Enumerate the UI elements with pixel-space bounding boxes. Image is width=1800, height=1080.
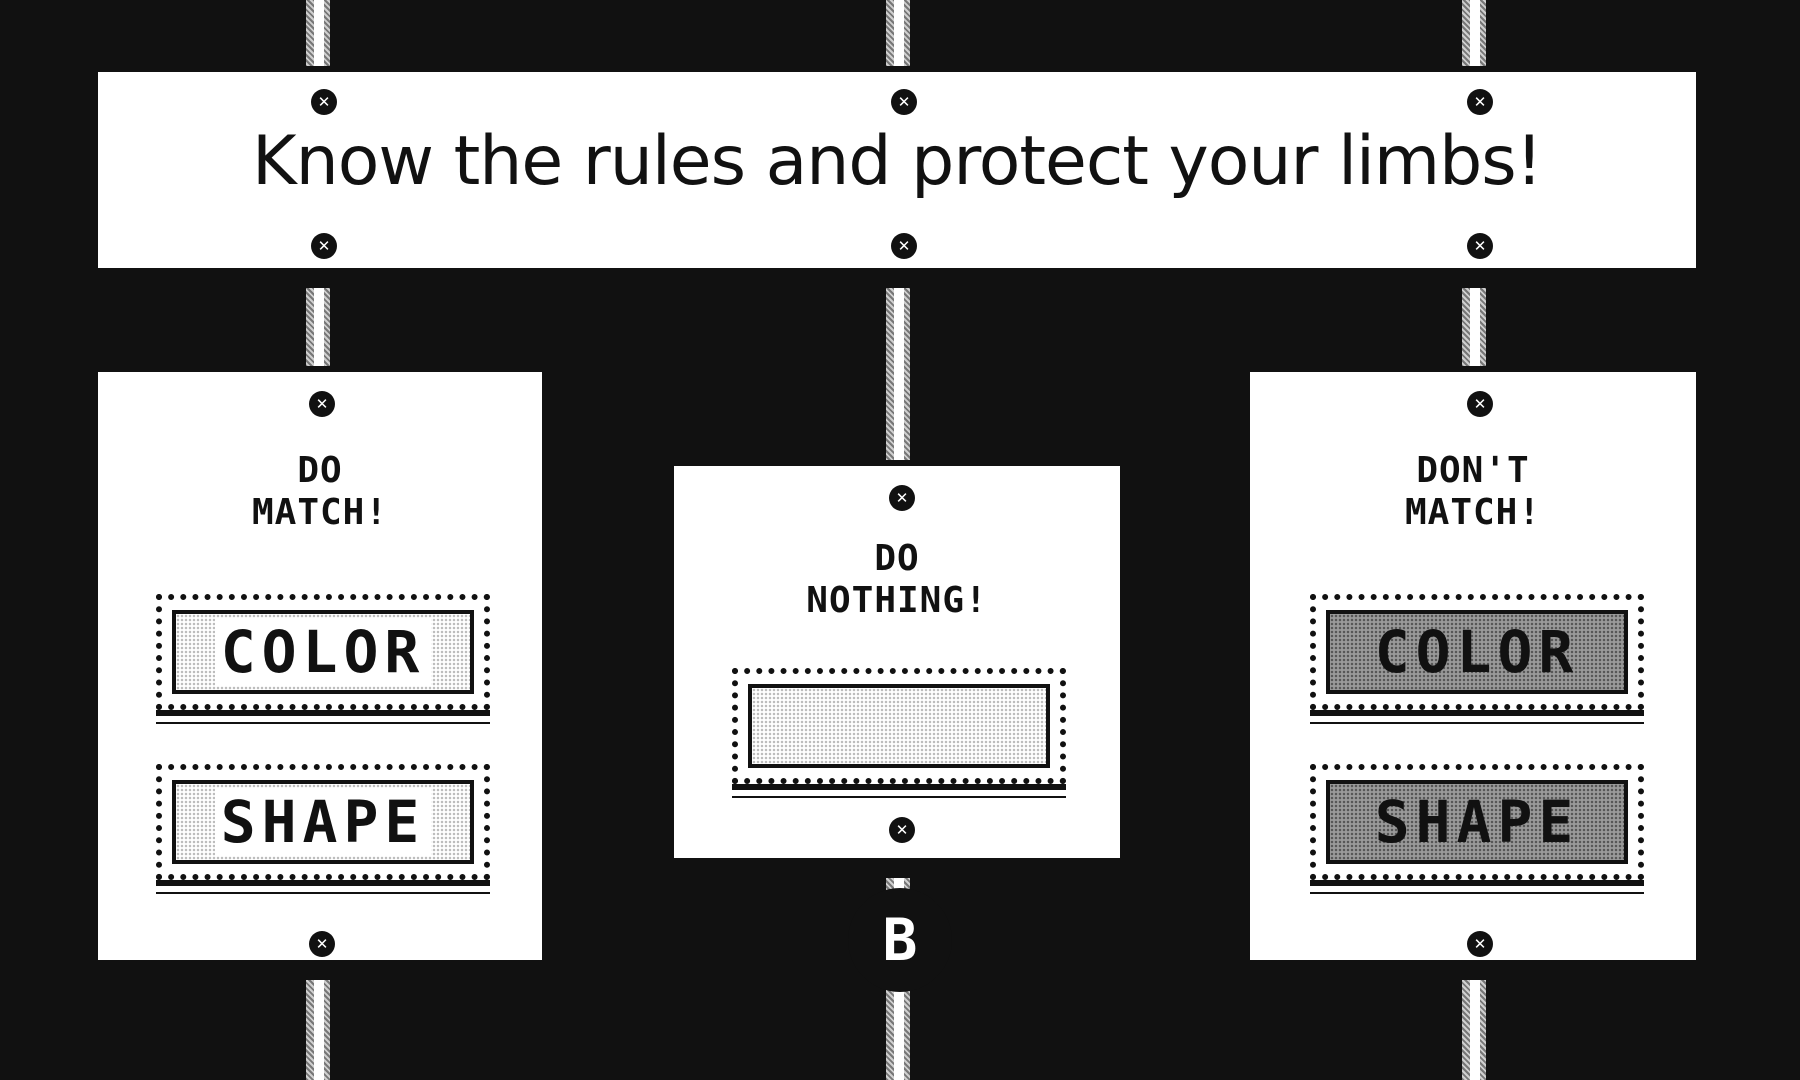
sign-do-nothing: DO NOTHING! <box>668 460 1126 864</box>
button-label: COLOR <box>214 618 432 686</box>
title-line-1: DO <box>297 450 343 491</box>
button-face: SHAPE <box>1326 780 1628 864</box>
sign-do-match: DO MATCH! COLOR SHAPE <box>92 366 548 966</box>
rules-banner: Know the rules and protect your limbs! <box>92 66 1702 274</box>
title-line-2: MATCH! <box>251 492 389 533</box>
button-label: SHAPE <box>214 788 432 856</box>
do-match-title: DO MATCH! <box>98 450 542 534</box>
dont-match-color-button[interactable]: COLOR <box>1310 594 1644 724</box>
dont-match-title: DON'T MATCH! <box>1250 450 1696 534</box>
title-line-2: MATCH! <box>1404 492 1542 533</box>
bolt-icon <box>309 391 335 417</box>
bolt-icon <box>891 233 917 259</box>
bolt-icon <box>309 931 335 957</box>
do-nothing-title: DO NOTHING! <box>674 538 1120 622</box>
title-line-1: DO <box>874 538 920 579</box>
title-line-2: NOTHING! <box>806 580 988 621</box>
bolt-icon <box>889 485 915 511</box>
banner-title: Know the rules and protect your limbs! <box>252 122 1543 201</box>
bolt-icon <box>1467 89 1493 115</box>
button-label: SHAPE <box>1374 788 1580 856</box>
bolt-icon <box>1467 233 1493 259</box>
bolt-icon <box>891 89 917 115</box>
bolt-icon <box>1467 931 1493 957</box>
dont-match-shape-button[interactable]: SHAPE <box>1310 764 1644 894</box>
do-match-color-button[interactable]: COLOR <box>156 594 490 724</box>
button-face: COLOR <box>1326 610 1628 694</box>
do-nothing-button[interactable] <box>732 668 1066 798</box>
bolt-icon <box>1467 391 1493 417</box>
sign-dont-match: DON'T MATCH! COLOR SHAPE <box>1244 366 1702 966</box>
bolt-icon <box>889 817 915 843</box>
bolt-icon <box>311 233 337 259</box>
b-button-icon[interactable]: B <box>848 888 952 992</box>
do-match-shape-button[interactable]: SHAPE <box>156 764 490 894</box>
button-face: COLOR <box>172 610 474 694</box>
button-face <box>748 684 1050 768</box>
button-label: COLOR <box>1374 618 1580 686</box>
bolt-icon <box>311 89 337 115</box>
button-face: SHAPE <box>172 780 474 864</box>
title-line-1: DON'T <box>1416 450 1530 491</box>
